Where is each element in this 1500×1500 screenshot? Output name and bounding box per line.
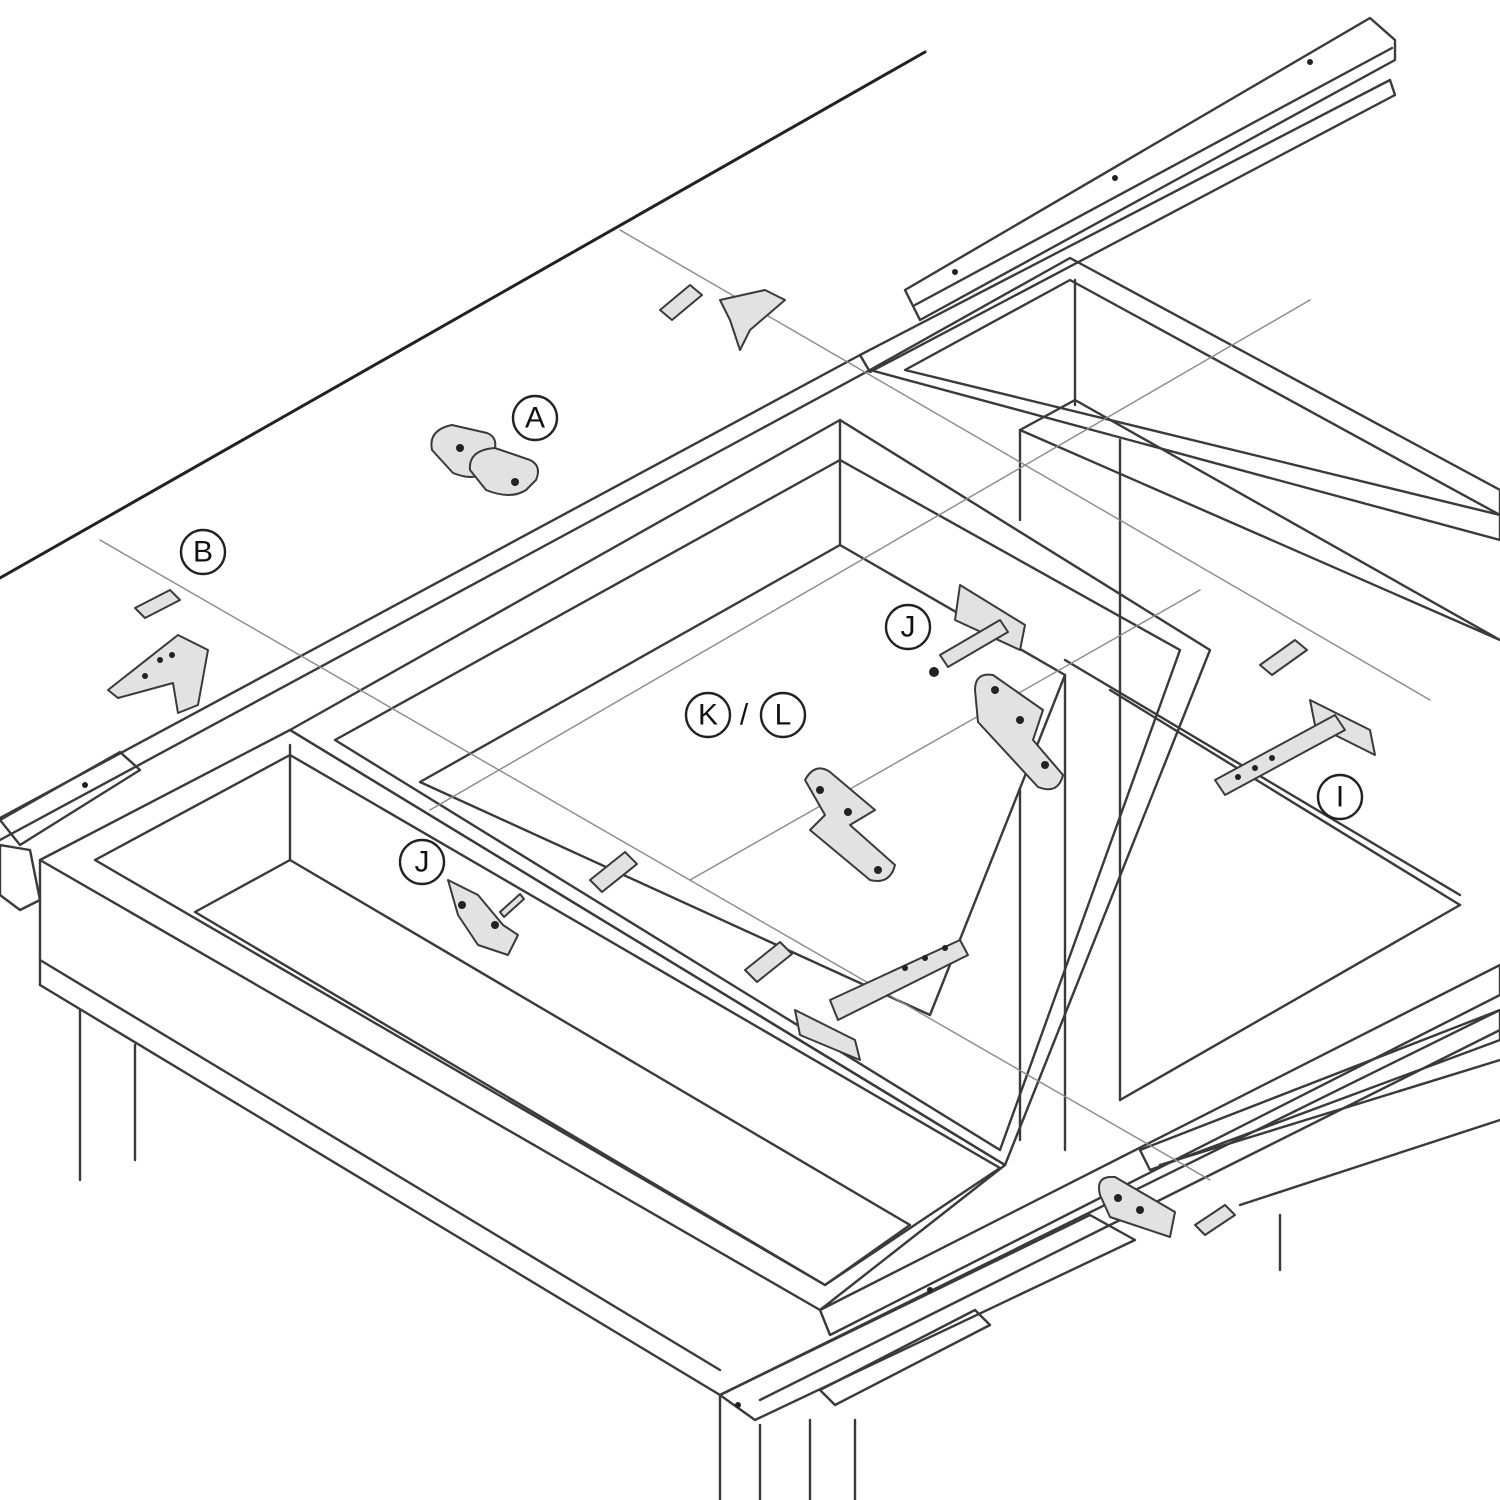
callout-l-label: L [775,699,792,732]
callout-k-l: K / L [684,691,807,739]
callout-a-label: A [525,402,545,435]
callout-i-label: I [1336,781,1344,814]
callout-k-label: K [698,699,718,732]
callout-i: I [1316,773,1364,821]
bracket-j-lower [447,879,525,956]
callout-separator: / [740,699,749,732]
bracket-j-upper [929,584,1026,677]
callout-a: A [511,394,559,442]
frame-middle-section [288,418,1212,1167]
plate-right-j [974,673,1064,791]
plate-k-l [804,767,896,882]
frame-right-section [868,256,1500,1102]
bracket-lower-long [794,939,969,1061]
slide-rail-top [858,16,1397,374]
callout-j-upper-label: J [901,611,916,644]
table-top-left-board [0,50,927,842]
bracket-front-right [1098,1175,1236,1238]
dowel-lower [744,941,793,983]
dowel-b [134,589,181,619]
callout-b-label: B [193,536,213,569]
callout-b: B [179,528,227,576]
callout-j-lower: J [398,838,446,886]
clip-top [719,289,786,351]
hinge-plate-a [430,424,539,496]
callout-j-upper: J [884,603,932,651]
slide-rail-left [0,750,142,912]
bracket-i [1214,639,1376,796]
frame-left-section [38,728,1007,1500]
dowel-top [659,284,703,321]
callout-j-lower-label: J [415,846,430,879]
bracket-left [107,634,209,714]
dowel-middle [589,851,638,893]
